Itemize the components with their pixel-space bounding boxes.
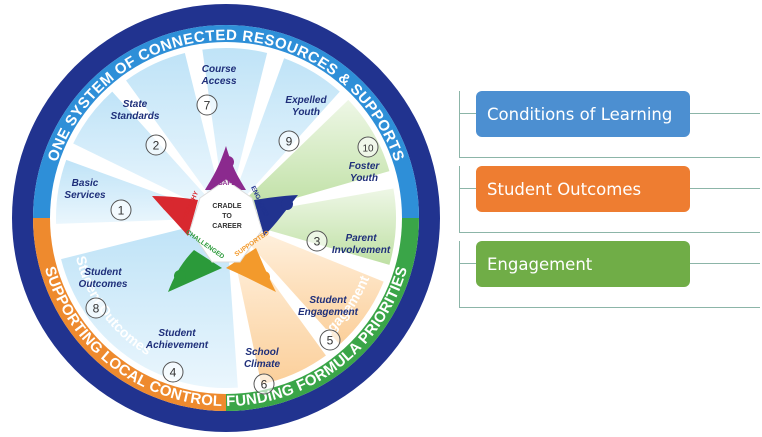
priority-number: 3 [314,235,321,249]
priority-number: 8 [93,302,100,316]
priority-sector [236,58,340,196]
student-outcomes-label: Student Outcomes [487,179,642,199]
student-outcomes-button[interactable]: Student Outcomes [476,166,690,212]
tick-outcomes-right [690,188,760,189]
priority-number-circle [253,373,275,395]
center-line-3: CAREER [212,223,242,230]
priority-number: 6 [261,378,268,392]
tick-outcomes-left [459,188,476,189]
engagement-button[interactable]: Engagement [476,241,690,287]
bracket-engagement [459,241,760,308]
priority-number: 7 [204,99,211,113]
priority-number: 10 [362,144,374,155]
star-arm-safe [205,146,246,190]
bracket-outcomes [459,166,760,233]
priority-number: 1 [118,204,125,218]
priority-number-circle [85,297,107,319]
bracket-conditions [459,91,760,158]
priority-number-circle [306,230,328,252]
star-center [189,179,263,263]
priority-sector [246,229,384,345]
center-line-1: CRADLE [212,203,241,210]
center-line-2: TO [222,213,232,220]
tick-engagement-right [690,263,760,264]
priority-sector [202,48,268,189]
priority-number: 4 [170,366,177,380]
tick-conditions-right [690,113,760,114]
priority-sector [126,53,219,194]
priority-number: 2 [153,139,160,153]
star-word-safe: SAFE [218,180,236,187]
priority-sector [247,99,390,210]
priority-number-circle [145,134,167,156]
star-dot-green [174,270,186,282]
star-dot-navy [281,198,293,210]
priority-sector [73,91,206,205]
priority-number-circle [357,136,379,158]
conditions-of-learning-label: Conditions of Learning [487,104,673,124]
priority-number-circle [162,361,184,383]
priority-number: 5 [327,334,334,348]
priority-number: 9 [286,135,293,149]
engagement-label: Engagement [487,254,593,274]
priority-number-circle [110,199,132,221]
tick-conditions-left [459,113,476,114]
priority-sector [55,159,198,224]
priority-number-circle [319,329,341,351]
priority-number-circle [278,130,300,152]
tick-engagement-left [459,263,476,264]
star-dot-red [162,199,174,211]
star-dot-orange [258,271,270,283]
lcff-priorities-wheel: ONE SYSTEM OF CONNECTED RESOURCES & SUPP… [12,4,440,432]
conditions-of-learning-button[interactable]: Conditions of Learning [476,91,690,137]
priority-number-circle [196,94,218,116]
star-dot-purple [222,156,234,168]
